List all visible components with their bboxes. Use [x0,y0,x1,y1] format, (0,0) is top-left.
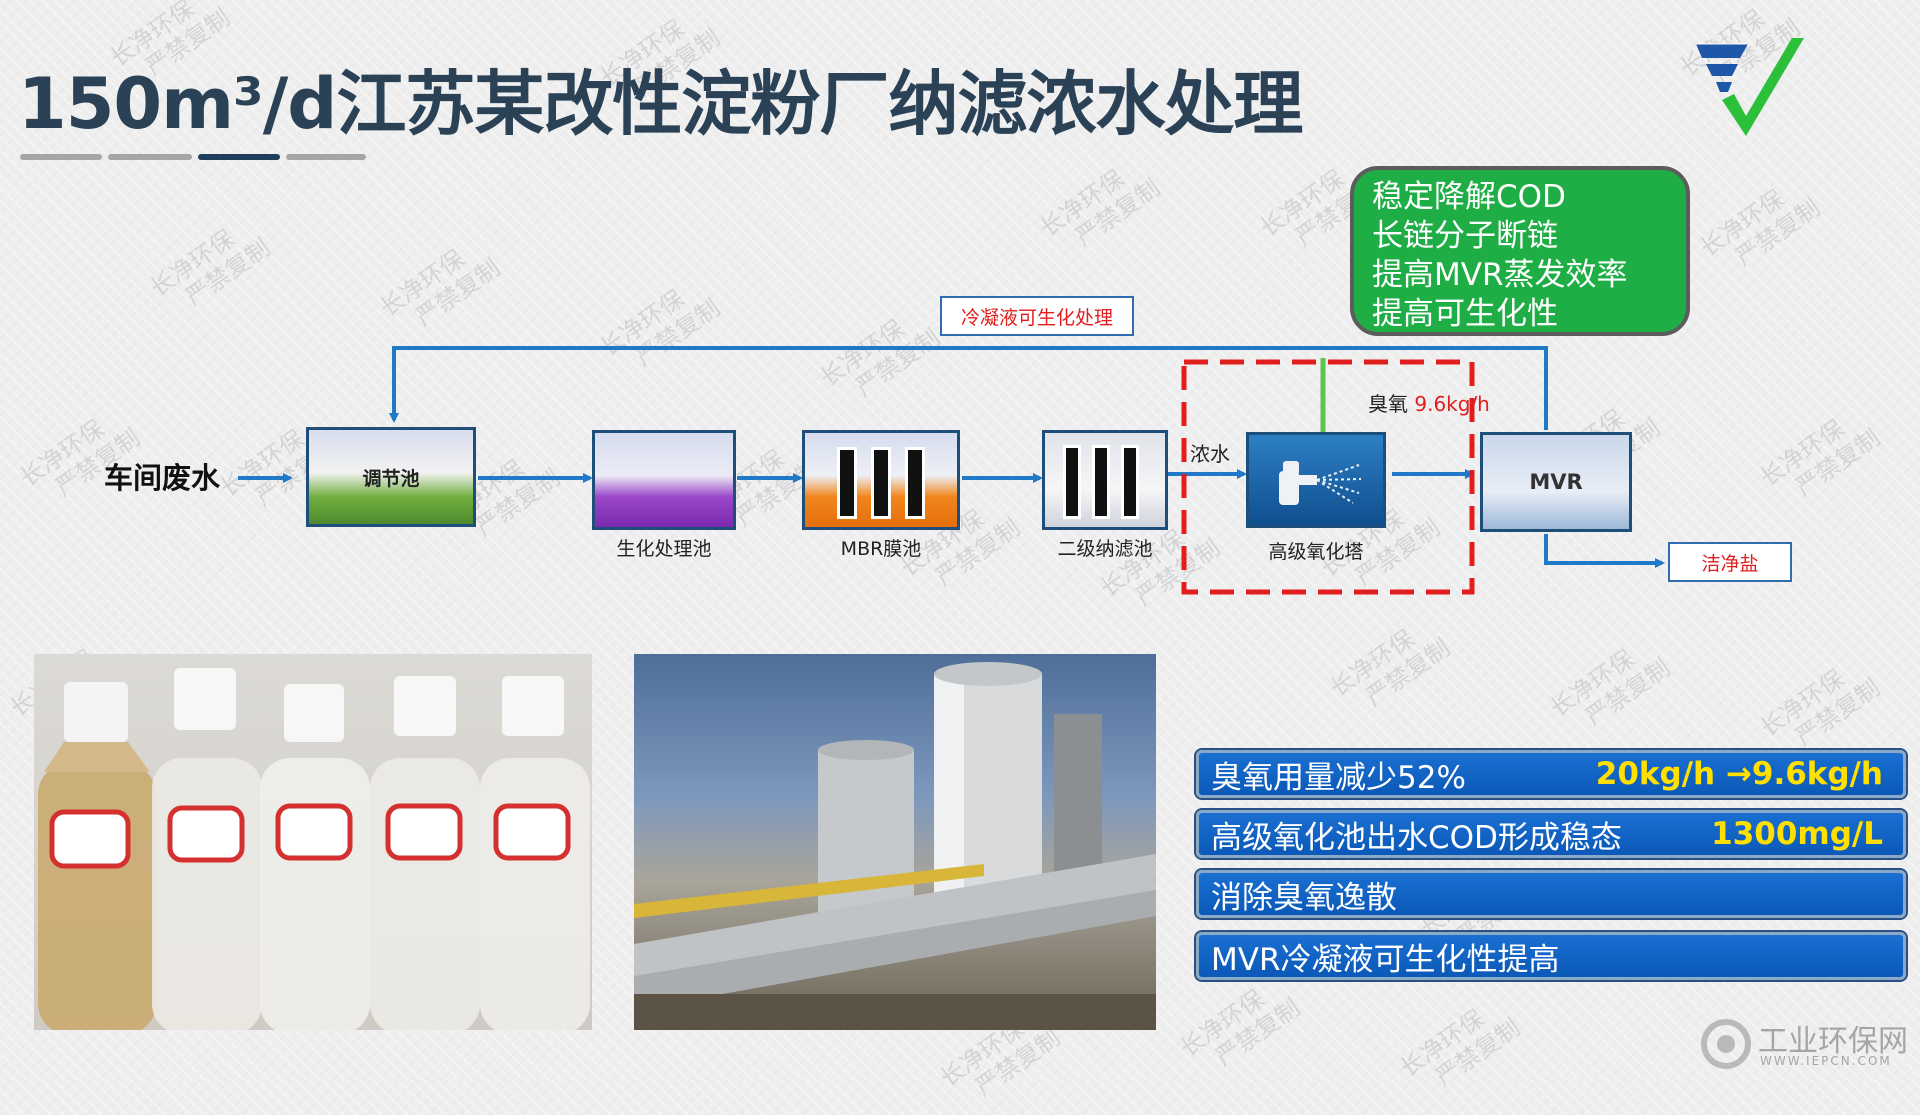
node-shenghua-label: 生化处理池 [616,538,712,560]
site-logo-icon [1701,1019,1751,1069]
output-box: 洁净盐 [1668,542,1792,582]
inlet-label: 车间废水 [104,461,221,495]
bottles-illustration [38,668,590,1030]
node-oxidation-label: 高级氧化塔 [1268,541,1364,563]
title-underline-segment [108,154,192,160]
node-mbr [802,430,960,530]
membrane-element [837,447,857,519]
ozone-injector-icon [1279,461,1362,505]
concentrate-label: 浓水 [1190,442,1230,466]
site-logo: 工业环保网 WWW.IEPCN.COM [1700,1014,1912,1074]
benefit-item: 长链分子断链 [1372,218,1558,254]
recycle-label: 冷凝液可生化处理 [960,306,1113,329]
ozone-label: 臭氧 [1368,392,1408,416]
result-value: 1300mg/L [1711,816,1883,852]
result-bar: 高级氧化池出水COD形成稳态 1300mg/L [1196,810,1906,858]
title-underline-segment [20,154,102,160]
title-underline-segment-active [198,154,280,160]
node-mbr-label: MBR膜池 [840,538,922,560]
node-tiaojiechi-label: 调节池 [362,467,420,490]
result-bar: MVR冷凝液可生化性提高 [1196,932,1906,980]
benefit-item: 提高MVR蒸发效率 [1372,257,1628,293]
node-oxidation [1246,432,1386,528]
title-underline-segment [286,154,366,160]
filter-element [1121,445,1139,519]
node-shenghua [592,430,736,530]
benefit-item: 提高可生化性 [1372,296,1558,332]
sample-bottles-photo [34,654,592,1030]
highlight-dashed-box [1181,359,1475,595]
ozone-dose: 臭氧 9.6kg/h [1368,388,1490,417]
result-value: 20kg/h →9.6kg/h [1595,756,1883,792]
filter-element [1063,445,1081,519]
output-label: 洁净盐 [1701,552,1759,575]
recycle-line [389,346,1548,430]
ozone-value: 9.6kg/h [1414,392,1490,416]
result-label: 消除臭氧逸散 [1211,879,1397,916]
company-logo-icon [1696,38,1804,136]
page-title: 150m³/d江苏某改性淀粉厂纳滤浓水处理 [18,63,1303,145]
benefit-item: 稳定降解COD [1372,179,1566,215]
node-mvr: MVR [1480,432,1632,532]
membrane-element [871,447,891,519]
site-logo-url: WWW.IEPCN.COM [1760,1054,1892,1068]
node-mvr-label: MVR [1529,470,1583,494]
output-arrow [1544,534,1665,568]
flow-diagram-lines [238,346,1665,595]
filter-element [1092,445,1110,519]
site-logo-name: 工业环保网 [1758,1024,1908,1059]
recycle-label-box: 冷凝液可生化处理 [940,296,1134,336]
result-bar: 臭氧用量减少52% 20kg/h →9.6kg/h [1196,750,1906,798]
plant-photo [634,654,1156,1030]
result-label: 臭氧用量减少52% [1211,759,1466,796]
membrane-element [905,447,925,519]
result-label: MVR冷凝液可生化性提高 [1211,941,1560,978]
node-nanofiltration-label: 二级纳滤池 [1057,538,1153,560]
node-nanofiltration [1042,430,1168,530]
plant-illustration [634,662,1156,1030]
result-bar: 消除臭氧逸散 [1196,870,1906,918]
benefits-box: 稳定降解COD 长链分子断链 提高MVR蒸发效率 提高可生化性 [1350,166,1690,336]
node-tiaojiechi: 调节池 [306,427,476,527]
result-label: 高级氧化池出水COD形成稳态 [1211,819,1622,856]
